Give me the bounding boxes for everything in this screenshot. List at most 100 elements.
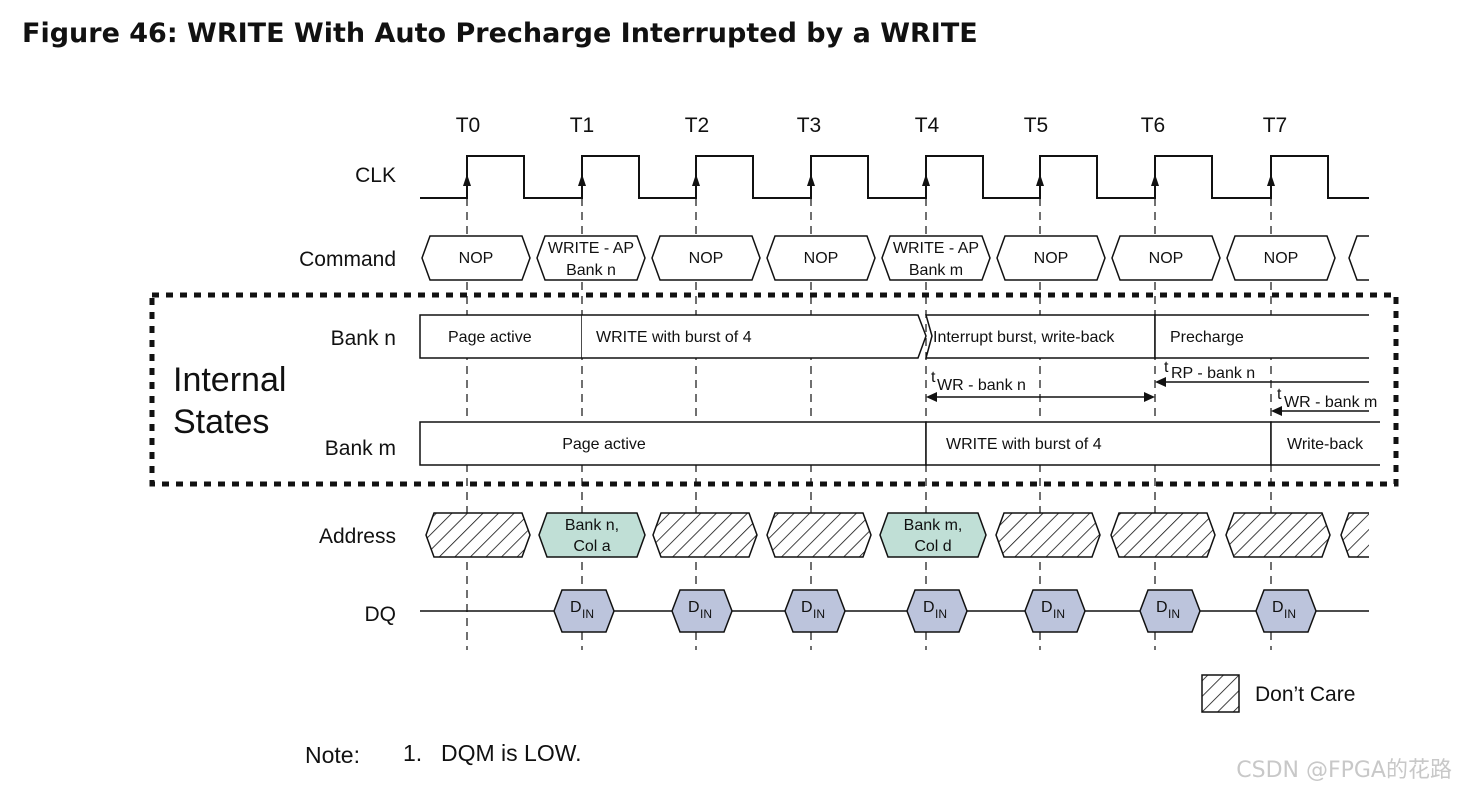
command-row xyxy=(421,235,1369,281)
signal-label-bank-n: Bank n xyxy=(331,327,396,350)
clk-arrow-t5 xyxy=(1036,174,1044,186)
dq-data-in-cell xyxy=(1255,589,1317,633)
bank-n-state-2 xyxy=(925,314,1156,359)
signal-label-dq: DQ xyxy=(365,603,397,626)
dq-data-in-subscript: IN xyxy=(1168,607,1180,621)
command-cell-5 xyxy=(996,235,1106,281)
bank-n-row xyxy=(419,314,1369,359)
trp-n-sub: RP - bank n xyxy=(1171,365,1255,382)
figure-title: Figure 46: WRITE With Auto Precharge Int… xyxy=(22,18,978,49)
clock-labels: T0 T1 T2 T3 T4 T5 T6 T7 xyxy=(456,114,1288,137)
note-label: Note: xyxy=(305,742,360,768)
dq-data-in-label: D xyxy=(801,599,813,616)
command-label-1-bank: Bank n xyxy=(566,262,616,279)
command-label-5: NOP xyxy=(1034,250,1069,267)
clock-label-t5: T5 xyxy=(1024,114,1049,137)
address-label-1-line1: Bank m, xyxy=(904,517,963,534)
address-dontcare-partial xyxy=(1340,512,1369,558)
command-cell-partial xyxy=(1348,235,1369,281)
dq-data-in-label: D xyxy=(923,599,935,616)
clk-edge-arrows xyxy=(463,174,1275,186)
clk-arrow-t2 xyxy=(692,174,700,186)
watermark: CSDN @FPGA的花路 xyxy=(1236,758,1452,783)
bank-m-state-0-label: Page active xyxy=(562,436,646,453)
clock-label-t3: T3 xyxy=(797,114,822,137)
note-text: DQM is LOW. xyxy=(441,740,582,766)
address-label-0-line1: Bank n, xyxy=(565,517,619,534)
signal-label-clk: CLK xyxy=(355,164,396,187)
bank-n-state-1-label: WRITE with burst of 4 xyxy=(596,329,752,346)
internal-states-label-line2: States xyxy=(173,403,269,441)
command-cell-2 xyxy=(651,235,761,281)
command-label-4: WRITE - AP xyxy=(893,240,979,257)
dq-data-in-cell xyxy=(553,589,615,633)
clk-arrow-t0 xyxy=(463,174,471,186)
dq-data-in-subscript: IN xyxy=(813,607,825,621)
clk-arrow-t7 xyxy=(1267,174,1275,186)
twr-m-sub: WR - bank m xyxy=(1284,394,1377,411)
command-label-3: NOP xyxy=(804,250,839,267)
dq-data-in-cell xyxy=(1139,589,1201,633)
bank-m-state-0 xyxy=(419,421,927,466)
internal-states-box xyxy=(149,292,1399,487)
command-label-7: NOP xyxy=(1264,250,1299,267)
dq-data-in-label: D xyxy=(1272,599,1284,616)
dont-care-legend-swatch xyxy=(1201,674,1240,713)
clock-label-t0: T0 xyxy=(456,114,481,137)
clk-arrow-t6 xyxy=(1151,174,1159,186)
dq-data-in-cell xyxy=(784,589,846,633)
clk-arrow-t4 xyxy=(922,174,930,186)
clk-arrow-t3 xyxy=(807,174,815,186)
bank-m-state-1-label: WRITE with burst of 4 xyxy=(946,436,1102,453)
command-label-2: NOP xyxy=(689,250,724,267)
dq-data-in-label: D xyxy=(1156,599,1168,616)
bank-n-state-0-label: Page active xyxy=(448,329,532,346)
command-label-1: WRITE - AP xyxy=(548,240,634,257)
dont-care-legend-label: Don’t Care xyxy=(1255,683,1355,706)
bank-m-row xyxy=(419,421,1380,466)
address-dontcare-6 xyxy=(1110,512,1216,558)
address-dontcare-7 xyxy=(1225,512,1331,558)
dq-data-in-subscript: IN xyxy=(1053,607,1065,621)
dq-data-in-label: D xyxy=(1041,599,1053,616)
bank-m-state-2-label: Write-back xyxy=(1287,436,1364,453)
timing-arrows xyxy=(926,377,1369,416)
bank-n-state-2-label: Interrupt burst, write-back xyxy=(933,329,1115,346)
command-cell-7 xyxy=(1226,235,1336,281)
trp-n-t: t xyxy=(1164,359,1169,376)
command-cell-3 xyxy=(766,235,876,281)
dq-data-in-cell xyxy=(1024,589,1086,633)
clock-label-t7: T7 xyxy=(1263,114,1288,137)
clk-waveform xyxy=(420,155,1369,199)
bank-m-state-2 xyxy=(1270,421,1380,466)
address-dontcare-2 xyxy=(652,512,758,558)
bank-n-state-3 xyxy=(1154,314,1369,359)
address-dontcare-5 xyxy=(995,512,1101,558)
dq-data-in-label: D xyxy=(570,599,582,616)
command-label-6: NOP xyxy=(1149,250,1184,267)
clock-label-t1: T1 xyxy=(570,114,595,137)
dq-data-in-subscript: IN xyxy=(935,607,947,621)
note-number: 1. xyxy=(403,740,422,766)
twr-bank-n-label: t WR - bank n xyxy=(931,369,1026,394)
clk-arrow-t1 xyxy=(578,174,586,186)
bank-m-state-1 xyxy=(925,421,1272,466)
dq-data-in-subscript: IN xyxy=(582,607,594,621)
dq-data-in-subscript: IN xyxy=(700,607,712,621)
twr-m-arrow xyxy=(1271,406,1282,416)
command-cell-6 xyxy=(1111,235,1221,281)
twr-n-sub: WR - bank n xyxy=(937,377,1026,394)
dq-data-in-cell xyxy=(906,589,968,633)
command-label-0: NOP xyxy=(459,250,494,267)
clock-label-t4: T4 xyxy=(915,114,940,137)
dq-data-in-subscript: IN xyxy=(1284,607,1296,621)
address-dontcare-0 xyxy=(425,512,531,558)
command-labels: NOP WRITE - AP Bank n NOP NOP WRITE - AP… xyxy=(459,240,1299,279)
trp-bank-n-label: t RP - bank n xyxy=(1164,359,1255,382)
address-dontcare-3 xyxy=(766,512,872,558)
address-label-1-line2: Col d xyxy=(914,538,951,555)
trp-n-arrow xyxy=(1155,377,1166,387)
command-cell-0 xyxy=(421,235,531,281)
address-label-0-line2: Col a xyxy=(573,538,610,555)
